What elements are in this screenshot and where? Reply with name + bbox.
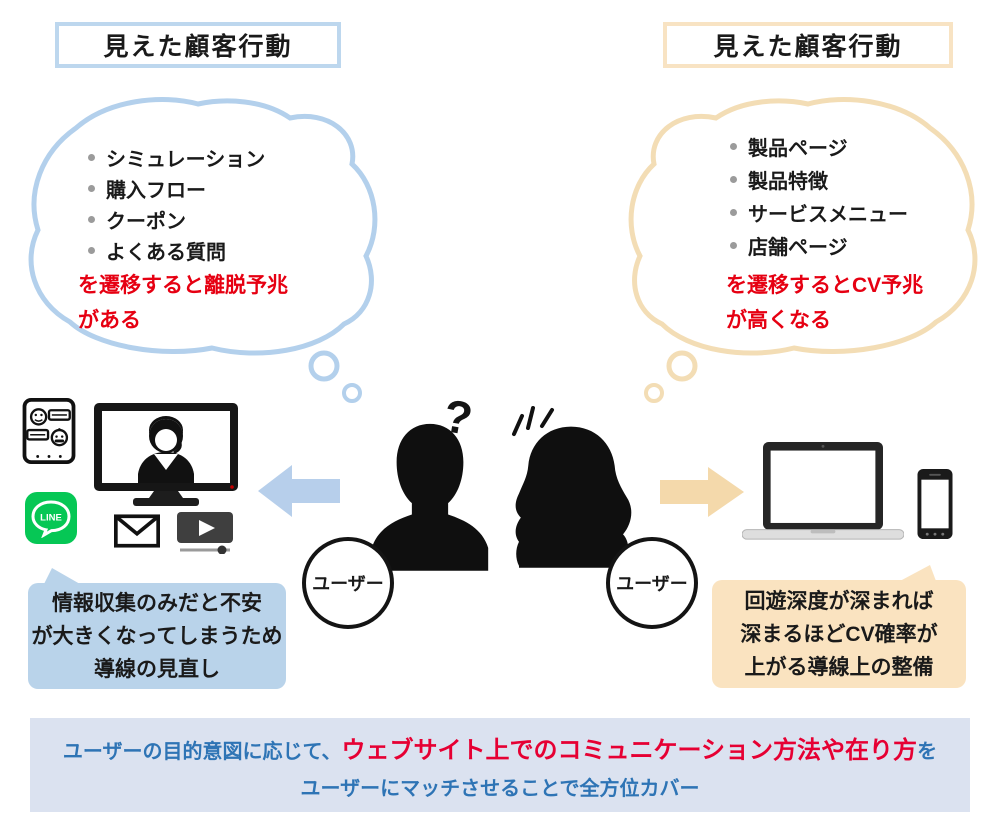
operator-figure (138, 416, 194, 483)
list-item-label: サービスメニュー (748, 204, 908, 226)
left-callout-box: 情報収集のみだと不安 が大きくなってしまうため 導線の見直し (28, 568, 286, 689)
list-item-label: クーポン (106, 211, 186, 233)
callout-tail (44, 568, 80, 584)
user-label: ユーザー (616, 574, 688, 594)
man-silhouette (371, 423, 489, 571)
banner-highlight-text: ウェブサイト上でのコミュニケーション方法や在り方 (341, 736, 918, 764)
list-item-label: 購入フロー (106, 180, 206, 202)
bullet-dot-icon (88, 154, 95, 161)
callout-line: 情報収集のみだと不安 (52, 591, 262, 615)
video-player-icon (177, 512, 233, 554)
warning-line: を遷移すると離脱予兆 (78, 274, 288, 297)
list-item: 製品ページ (730, 130, 908, 163)
svg-text:LINE: LINE (40, 513, 62, 524)
list-item-label: 製品ページ (748, 138, 848, 160)
chatbot-tablet-icon (22, 398, 76, 464)
highlight-line: が高くなる (726, 309, 831, 332)
list-item-label: 製品特徴 (748, 171, 828, 193)
left-user-badge: ユーザー (302, 537, 394, 629)
summary-banner: ユーザーの目的意図に応じて、ウェブサイト上でのコミュニケーション方法や在り方を … (30, 718, 970, 812)
bullet-dot-icon (88, 216, 95, 223)
arrow-right-icon (660, 467, 744, 517)
arrow-left-icon (258, 465, 340, 517)
banner-pre-text: ユーザーの目的意図に応じて、 (62, 740, 342, 763)
bullet-dot-icon (730, 176, 737, 183)
bullet-dot-icon (730, 143, 737, 150)
list-item: よくある質問 (88, 235, 265, 266)
line-icon: LINE (25, 492, 77, 544)
left-bubble-list: シミュレーション 購入フロー クーポン よくある質問 (88, 142, 265, 266)
bullet-dot-icon (730, 242, 737, 249)
list-item: 購入フロー (88, 173, 265, 204)
list-item: 製品特徴 (730, 163, 908, 196)
list-item-label: 店舗ページ (748, 237, 848, 259)
callout-tail (900, 565, 936, 581)
bullet-dot-icon (88, 247, 95, 254)
right-header-label: 見えた顧客行動 (713, 33, 903, 61)
list-item-label: よくある質問 (106, 242, 226, 264)
surprise-marks-icon (512, 406, 554, 436)
callout-line: 上がる導線上の整備 (744, 655, 934, 679)
banner-line-1: ユーザーの目的意図に応じて、ウェブサイト上でのコミュニケーション方法や在り方を (63, 730, 937, 765)
operator-monitor-icon (94, 403, 238, 506)
left-header-label: 見えた顧客行動 (103, 33, 293, 61)
right-section-header: 見えた顧客行動 (663, 22, 953, 68)
left-bubble-warning: を遷移すると離脱予兆 がある (78, 268, 288, 338)
right-callout-box: 回遊深度が深まれば 深まるほどCV確率が 上がる導線上の整備 (712, 565, 966, 688)
right-user-badge: ユーザー (606, 537, 698, 629)
smartphone-icon (917, 468, 953, 540)
banner-post-text: を (917, 740, 938, 763)
warning-line: がある (78, 309, 141, 332)
mail-icon (114, 514, 160, 548)
list-item: シミュレーション (88, 142, 265, 173)
bullet-dot-icon (88, 185, 95, 192)
bullet-dot-icon (730, 209, 737, 216)
left-section-header: 見えた顧客行動 (55, 22, 341, 68)
line-bubble-glyph: LINE (31, 500, 71, 538)
user-label: ユーザー (312, 574, 384, 594)
callout-line: 深まるほどCV確率が (740, 622, 938, 646)
list-item: 店舗ページ (730, 229, 908, 262)
list-item-label: シミュレーション (106, 149, 266, 171)
highlight-line: を遷移するとCV予兆 (726, 274, 924, 297)
banner-line-2: ユーザーにマッチさせることで全方位カバー (300, 777, 700, 800)
callout-line: 導線の見直し (94, 657, 220, 681)
right-bubble-list: 製品ページ 製品特徴 サービスメニュー 店舗ページ (730, 130, 908, 262)
callout-line: 回遊深度が深まれば (744, 589, 934, 613)
list-item: サービスメニュー (730, 196, 908, 229)
right-bubble-highlight: を遷移するとCV予兆 が高くなる (726, 268, 923, 338)
list-item: クーポン (88, 204, 265, 235)
laptop-icon (742, 442, 904, 540)
woman-silhouette (515, 426, 632, 568)
callout-line: が大きくなってしまうため (31, 624, 283, 648)
